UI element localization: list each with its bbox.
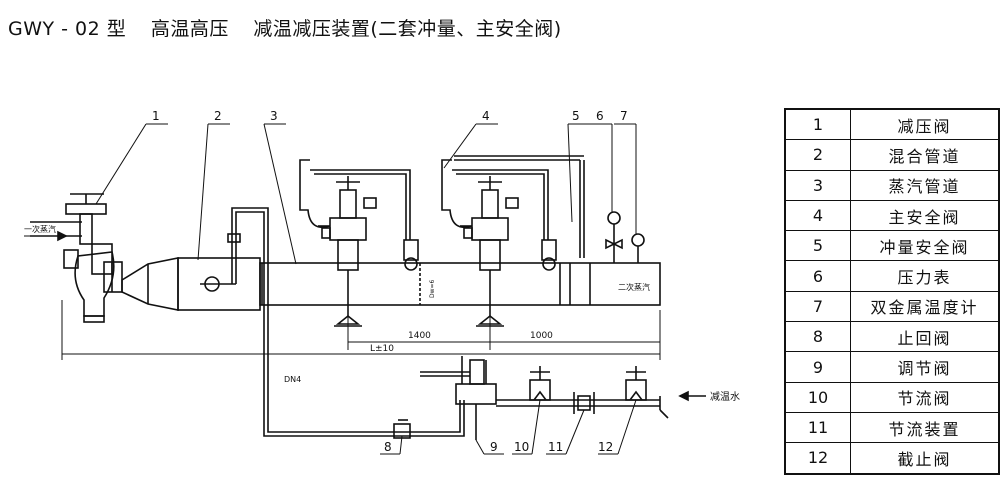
primary-steam-label: 一次蒸汽 — [24, 224, 56, 234]
callout-leaders — [95, 123, 637, 455]
callout-8: 8 — [384, 440, 392, 454]
dim-1400-label: 1400 — [408, 331, 431, 341]
dw-label: Dw=6 — [429, 279, 436, 298]
legend-part-name: 减压阀 — [850, 108, 1000, 141]
legend-number: 5 — [784, 230, 851, 262]
callout-3: 3 — [270, 109, 278, 123]
title-desc-1: 高温高压 — [150, 18, 229, 40]
legend-part-name: 混合管道 — [850, 139, 1000, 171]
dim-L-label: L±10 — [370, 344, 394, 354]
water-inlet-arrow-icon — [678, 390, 706, 402]
legend-number: 6 — [784, 260, 851, 292]
legend-part-name: 调节阀 — [850, 351, 1000, 383]
pressure-gauge — [605, 211, 623, 263]
legend-part-name: 节流装置 — [850, 411, 1000, 444]
water-line — [227, 207, 465, 437]
dn4-label: DN4 — [284, 375, 301, 384]
main-safety-valve-right — [441, 159, 509, 316]
callout-12: 12 — [598, 440, 613, 454]
secondary-steam-label: 二次蒸汽 — [618, 282, 650, 292]
process-diagram: 1 2 3 4 5 6 7 8 9 10 11 12 一次蒸汽 二次蒸汽 减温水… — [24, 109, 740, 455]
legend-part-name: 压力表 — [850, 260, 1000, 292]
title-desc-2: 减温减压装置(二套冲量、主安全阀) — [253, 18, 562, 40]
dimension-lines — [61, 300, 661, 360]
legend-number: 12 — [784, 442, 851, 475]
control-valve — [420, 356, 497, 440]
page-title: GWY - 02 型 高温高压 减温减压装置(二套冲量、主安全阀) — [8, 14, 580, 41]
legend-part-name: 冲量安全阀 — [850, 230, 1000, 262]
legend-number: 7 — [784, 290, 851, 323]
legend-number: 2 — [784, 139, 851, 171]
dim-1000-label: 1000 — [530, 331, 553, 341]
legend-part-name: 主安全阀 — [850, 199, 1000, 232]
callout-5: 5 — [572, 109, 580, 123]
throttle-valve — [529, 366, 551, 401]
callout-10: 10 — [514, 440, 529, 454]
title-model: GWY - 02 型 — [8, 18, 127, 40]
legend-number: 4 — [784, 199, 851, 232]
callout-7: 7 — [620, 109, 628, 123]
desuperheat-water-label: 减温水 — [710, 391, 740, 403]
legend-number: 1 — [784, 108, 851, 141]
impulse-safety-valves — [321, 197, 557, 271]
main-safety-valve-left — [299, 159, 367, 316]
callout-9: 9 — [490, 440, 498, 454]
supports — [334, 314, 504, 327]
legend-number: 10 — [784, 381, 851, 413]
legend-number: 3 — [784, 169, 851, 201]
legend-part-name: 节流阀 — [850, 381, 1000, 413]
steam-header — [259, 262, 661, 306]
callout-2: 2 — [214, 109, 222, 123]
legend-part-name: 截止阀 — [850, 442, 1000, 475]
callout-1: 1 — [152, 109, 160, 123]
stop-valve — [625, 366, 647, 401]
legend-part-name: 止回阀 — [850, 321, 1000, 353]
annotations: 一次蒸汽 二次蒸汽 减温水 DN4 1400 1000 L±10 Dw=6 — [24, 224, 740, 403]
callout-labels: 1 2 3 4 5 6 7 8 9 10 11 12 — [152, 109, 628, 454]
legend-number: 11 — [784, 411, 851, 444]
legend-number: 9 — [784, 351, 851, 383]
callout-6: 6 — [596, 109, 604, 123]
pressure-reducing-valve — [30, 193, 123, 323]
bimetal-thermometer — [631, 233, 645, 263]
steam-inlet-arrow-icon — [24, 230, 68, 242]
impulse-piping — [310, 155, 585, 258]
callout-11: 11 — [548, 440, 563, 454]
legend-number: 8 — [784, 321, 851, 353]
legend-part-name: 双金属温度计 — [850, 290, 1000, 323]
legend-part-name: 蒸汽管道 — [850, 169, 1000, 201]
mixing-pipe — [121, 257, 261, 311]
callout-4: 4 — [482, 109, 490, 123]
